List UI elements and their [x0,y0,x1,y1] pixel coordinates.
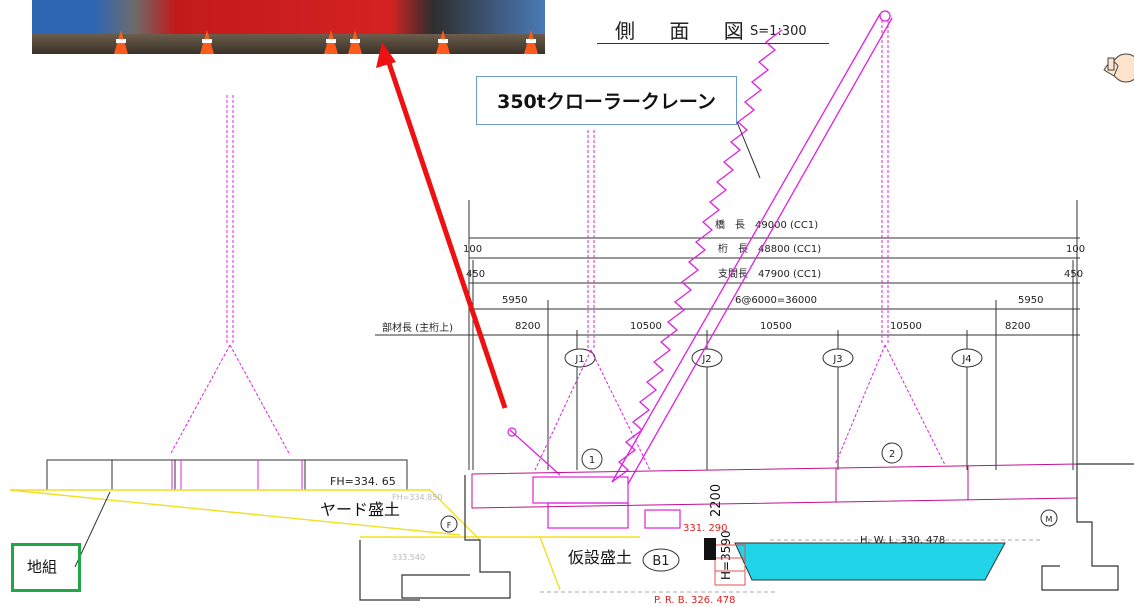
person-illustration-icon [1103,53,1134,83]
stepped-blocks [714,544,746,586]
yard-fill-label: ヤード盛土 [320,500,400,519]
traffic-cone-icon [200,30,214,54]
main-girder [471,463,1078,509]
photo-pointer-arrow [376,42,508,409]
joint-j1: J1 [574,354,584,365]
abutments [359,463,1134,601]
crane-label-leader [736,121,761,179]
dim-bridge-length: 橋 長 49000 (CC1) [715,218,818,231]
river-water [734,542,1006,581]
traffic-cone-icon [348,30,362,54]
photo-ground [32,34,545,54]
elev-331: 331. 290 [683,523,728,534]
jigumi-label: 地組 [27,558,58,576]
dim-m2: 10500 [630,321,662,332]
marker-m [1040,509,1058,527]
dim-span-length: 支間長 47900 (CC1) [718,268,821,280]
dim-m5: 8200 [1005,321,1030,332]
marker-b1-text: B1 [652,554,669,569]
step-1-text: 1 [589,455,595,466]
joint-j2: J2 [701,354,711,365]
dim-end-left-100: 100 [463,244,482,255]
marker-b1 [642,548,680,572]
yard-fill-outline [9,489,640,591]
prb-level: P. R. B. 326. 478 [654,595,736,606]
height-2200: 2200 [709,484,724,517]
drawing-title: 側 面 図 S=1:300 [597,13,829,44]
site-photo [32,0,545,54]
pump-icon [704,538,716,560]
joint-marker [951,348,983,368]
dim-end-right-450: 450 [1064,269,1083,280]
title-text: 側 面 図 [615,19,758,43]
joint-j4: J4 [961,354,971,365]
traffic-cone-icon [524,30,538,54]
jigumi-box: 地組 [11,543,81,592]
dim-girder-length: 桁 長 48800 (CC1) [718,242,821,255]
faint-level-1: FH=334.850 [392,493,442,502]
joint-marker [822,348,854,368]
dim-m3: 10500 [760,321,792,332]
dim-end-left-450: 450 [466,269,485,280]
traffic-cone-icon [324,30,338,54]
traffic-cone-icon [436,30,450,54]
title-scale: S=1:300 [750,24,807,39]
joint-marker [564,348,596,368]
step-marker-2 [881,442,903,464]
marker-m-text: M [1046,515,1053,524]
dim-5950-right: 5950 [1018,295,1043,306]
crane-body [507,427,681,529]
temp-fill-label: 仮設盛土 [568,548,632,567]
joint-j3: J3 [832,354,842,365]
dim-m4: 10500 [890,321,922,332]
fh-level: FH=334. 65 [330,475,396,488]
step-marker-1 [581,448,603,470]
faint-level-2: 333.540 [392,553,425,562]
joint-marker [691,348,723,368]
dim-member-length-label: 部材長 (主桁上) [382,321,453,334]
marker-f-text: F [447,521,452,530]
height-3590: H=3590 [719,530,733,580]
dim-5950-left: 5950 [502,295,527,306]
marker-f [440,515,458,533]
hwl-level: H. W. L. 330. 478 [860,535,945,546]
crane-boom [611,10,893,485]
dim-end-right-100: 100 [1066,244,1085,255]
step-2-text: 2 [889,449,895,460]
traffic-cone-icon [114,30,128,54]
dim-6x6000: 6@6000=36000 [735,295,817,306]
hoist-lines [169,20,946,471]
dim-m1: 8200 [515,321,540,332]
crane-label: 350tクローラークレーン [476,76,737,125]
